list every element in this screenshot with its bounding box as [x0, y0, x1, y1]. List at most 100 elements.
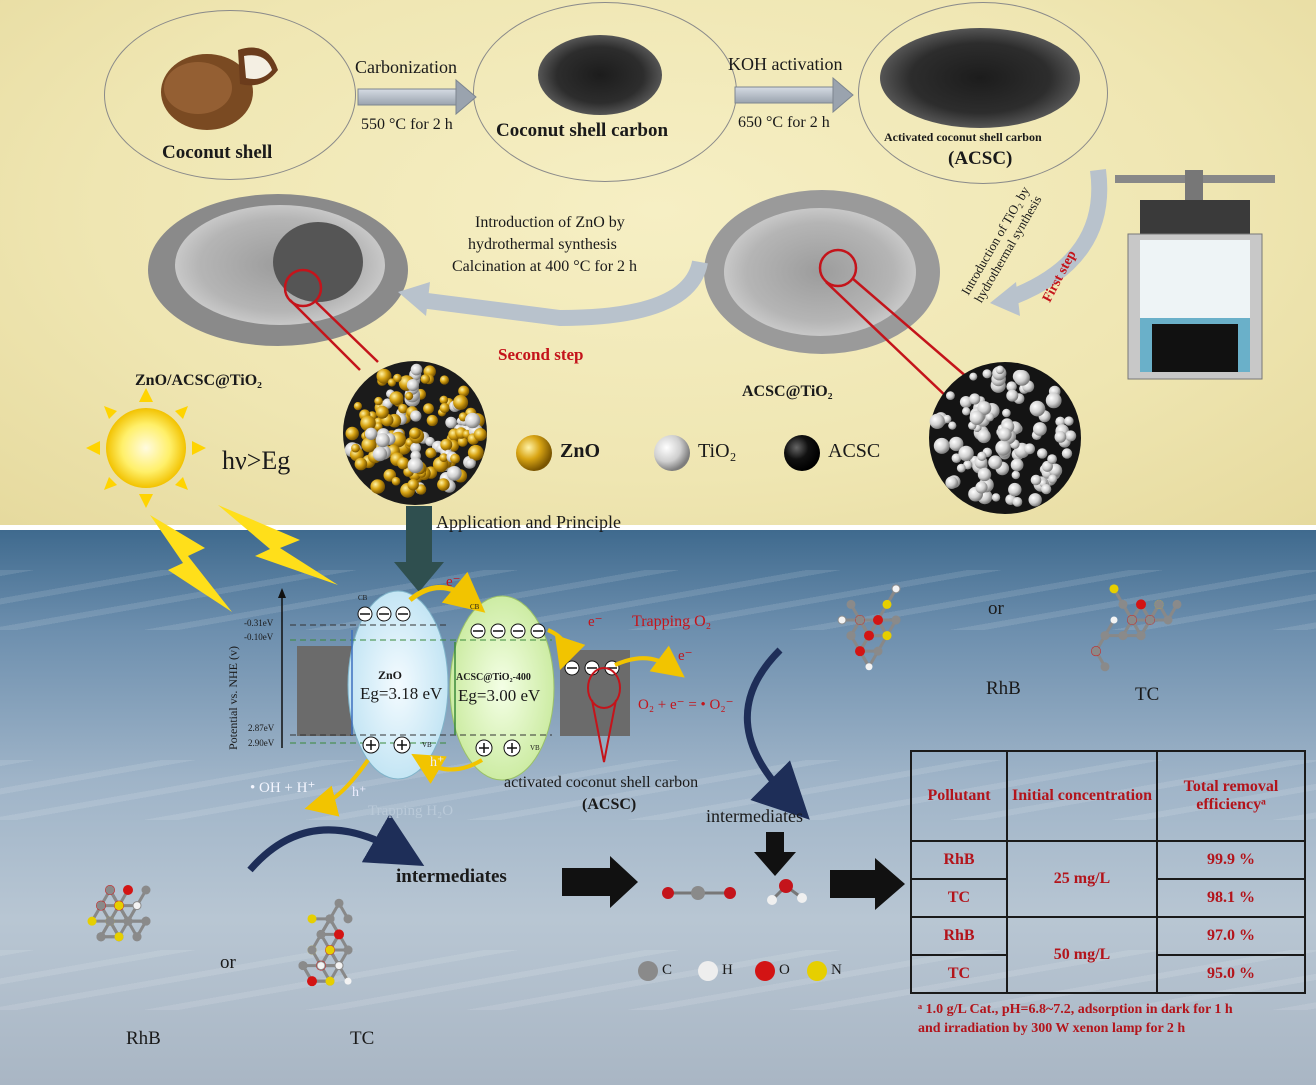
- zno-legend-ball: [516, 435, 552, 471]
- intermediates-label-right: intermediates: [706, 806, 803, 826]
- nanoparticle: [351, 443, 360, 453]
- nanoparticle: [450, 453, 461, 464]
- nanoparticle: [354, 457, 368, 471]
- nanoparticle: [410, 363, 423, 376]
- hole-label: h⁺: [352, 785, 367, 800]
- acsc-ellipse: [858, 2, 1108, 184]
- nanoparticle: [945, 476, 958, 490]
- nanoparticle: [465, 458, 476, 469]
- nanoparticle: [364, 427, 378, 440]
- nanoparticle: [406, 379, 419, 392]
- table-row: RhB 25 mg/L 99.9 %: [910, 840, 1306, 918]
- nanoparticle: [977, 467, 992, 482]
- nanoparticle: [410, 442, 421, 454]
- application-arrow: [406, 506, 432, 564]
- nanoparticle: [985, 412, 995, 422]
- or-label-right: or: [988, 598, 1004, 619]
- nanoparticle: [440, 438, 453, 451]
- vb-label: VB: [530, 744, 540, 752]
- application-label: Application and Principle: [436, 512, 621, 532]
- nanoparticle: [1010, 458, 1024, 472]
- cb-label: CB: [470, 603, 480, 611]
- nanoparticle: [425, 436, 435, 447]
- nanoparticle: [946, 391, 955, 400]
- level-label: -0.10eV: [244, 632, 274, 642]
- nanoparticle: [372, 446, 388, 462]
- zno-band-label: ZnO: [378, 668, 403, 682]
- table-row: TC 95.0 %: [910, 954, 1306, 994]
- nanoparticle: [975, 481, 988, 494]
- nitrogen-atom-icon: [807, 961, 827, 981]
- coconut-image: [161, 47, 278, 130]
- nanoparticle: [426, 414, 438, 427]
- nanoparticle: [397, 457, 410, 470]
- rhb-label-right: RhB: [986, 678, 1021, 699]
- nanoparticle: [1047, 454, 1057, 464]
- acsc-tio2-eg-label: Eg=3.00 eV: [458, 686, 541, 705]
- electron-label: e⁻: [446, 574, 461, 590]
- electron-label: e⁻: [588, 614, 603, 630]
- nanoparticle: [1006, 389, 1019, 402]
- table-cell: 97.0 %: [1156, 916, 1306, 956]
- lightning-icon: [218, 505, 338, 585]
- nanoparticle: [374, 396, 383, 406]
- nanoparticle: [1054, 431, 1067, 443]
- nanoparticle: [995, 440, 1011, 456]
- nanoparticle: [1014, 370, 1030, 386]
- nanoparticle: [1029, 400, 1046, 417]
- nanoparticle: [995, 365, 1005, 375]
- nanoparticle: [453, 394, 469, 410]
- zno-intro-label-2: hydrothermal synthesis: [468, 236, 617, 253]
- atom-n-label: N: [831, 962, 842, 978]
- nanoparticle: [437, 478, 450, 491]
- or-label-left: or: [220, 952, 236, 973]
- nanoparticle: [977, 429, 991, 444]
- degradation-arrow: [247, 813, 425, 873]
- zno-acsc-tio2-photo: [148, 194, 408, 346]
- nanoparticle: [948, 421, 957, 430]
- nanoparticle: [1065, 430, 1077, 442]
- table-row: TC 98.1 %: [910, 878, 1306, 918]
- nanoparticle: [969, 410, 984, 425]
- nanoparticle: [410, 410, 422, 422]
- nanoparticle: [405, 392, 414, 401]
- acsc-description-abbr: (ACSC): [582, 796, 637, 813]
- table-cell: 98.1 %: [1156, 878, 1306, 918]
- nanoparticle: [361, 437, 377, 453]
- nanoparticle: [439, 375, 449, 385]
- first-step-arrow: [1007, 168, 1108, 306]
- nanoparticle: [360, 415, 376, 432]
- table-cell: RhB: [910, 840, 1008, 880]
- atom-o-label: O: [779, 962, 790, 978]
- trapping-h2o-label: Trapping H₂O: [368, 803, 454, 819]
- nanoparticle: [1041, 484, 1052, 495]
- degradation-arrow: [744, 647, 810, 820]
- tc-molecule: [1091, 584, 1182, 672]
- atom-c-label: C: [662, 962, 673, 978]
- intermediates-label: intermediates: [396, 866, 507, 887]
- nanoparticle: [464, 412, 481, 429]
- nanoparticle: [997, 427, 1012, 442]
- table-row: RhB 50 mg/L 97.0 %: [910, 916, 1306, 994]
- acsc-tio2-label: ACSC@TiO₂: [742, 383, 833, 400]
- nanoparticle: [1061, 448, 1073, 459]
- acsc-name-label: Activated coconut shell carbon: [884, 130, 1042, 144]
- acsc-tio2-band-label: ACSC@TiO₂-400: [456, 672, 531, 683]
- nanoparticle: [977, 451, 987, 461]
- carbonization-arrow: [357, 78, 477, 116]
- nanoparticle: [959, 396, 972, 408]
- nanoparticle: [929, 413, 945, 429]
- nanoparticle: [991, 493, 1001, 502]
- table-cell: 50 mg/L: [1006, 916, 1158, 994]
- nanoparticle: [1011, 470, 1020, 480]
- activated-carbon-image: [880, 28, 1080, 128]
- nanoparticle: [391, 476, 401, 486]
- nanoparticle: [1055, 416, 1066, 427]
- nanoparticle: [374, 422, 383, 431]
- tc-molecule: [298, 898, 353, 987]
- nanoparticle: [949, 436, 964, 452]
- nanoparticle: [420, 374, 431, 384]
- nanoparticle: [956, 463, 966, 473]
- nanoparticle: [1045, 392, 1062, 409]
